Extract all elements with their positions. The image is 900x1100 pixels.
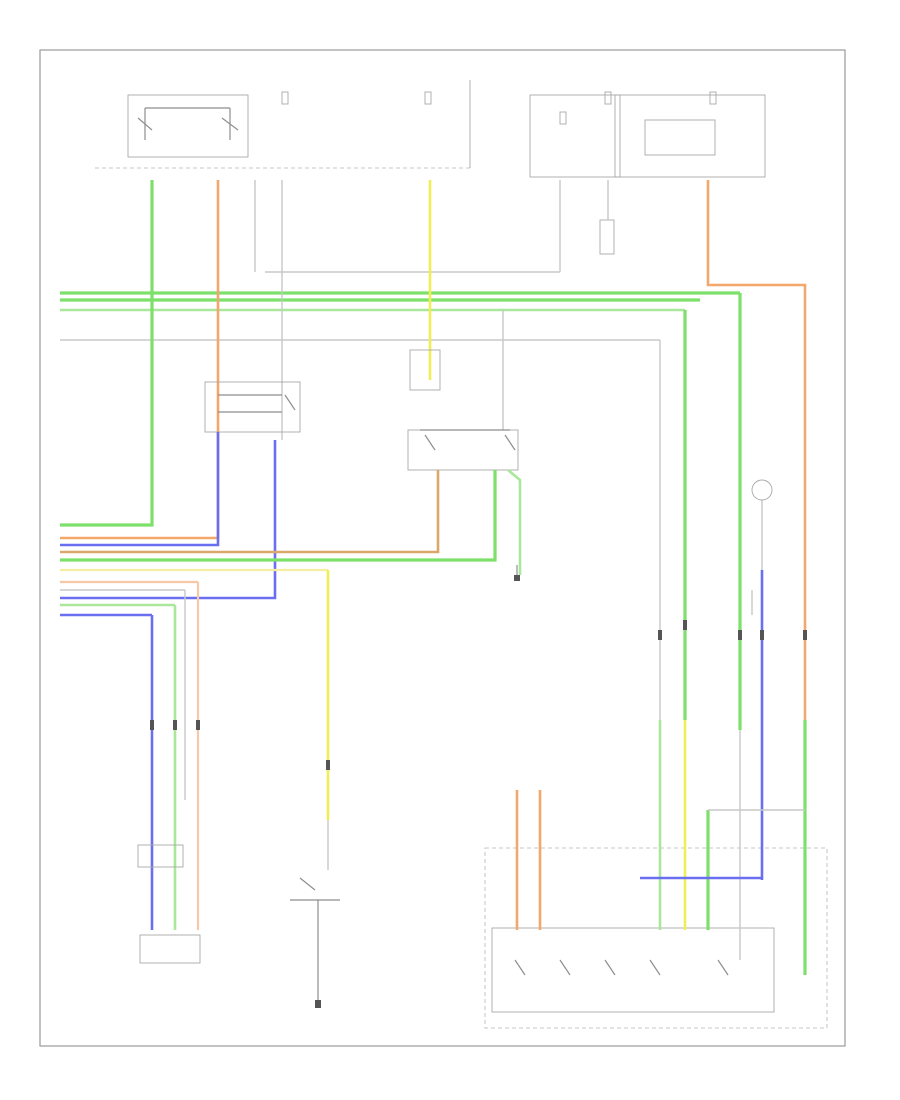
control-switch-block	[484, 479, 828, 1029]
middle-feed-wires	[60, 432, 522, 820]
middle-switches	[204, 349, 519, 471]
left-drops	[137, 582, 201, 964]
feed-wires	[60, 180, 807, 730]
connector-pins	[150, 620, 807, 770]
sensor-bottom-center	[290, 565, 520, 1008]
diagram-frame	[39, 49, 846, 1047]
fuse-box-top	[95, 80, 766, 178]
fuse-symbols	[281, 91, 717, 255]
bus-wires	[60, 180, 740, 341]
